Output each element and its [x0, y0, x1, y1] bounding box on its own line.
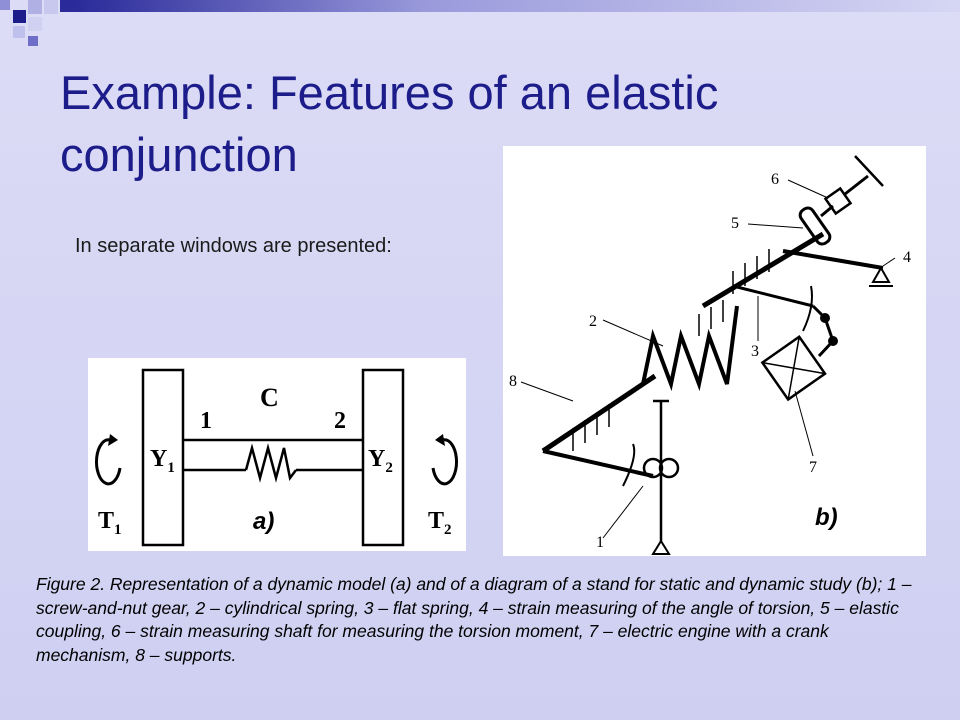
wall-6	[854, 155, 884, 187]
flat-spring-3	[732, 284, 814, 308]
num-2: 2	[589, 313, 597, 330]
num-8: 8	[509, 373, 517, 390]
electric-engine	[760, 335, 827, 402]
label-1: 1	[200, 408, 212, 434]
crank-joint-1	[820, 313, 830, 323]
spring-c	[244, 443, 297, 483]
lever-arm	[542, 449, 654, 478]
num-3: 3	[751, 343, 759, 360]
num-6: 6	[771, 171, 779, 188]
arm-to-4	[782, 249, 884, 270]
figure-b-diagram: 1 2 3 4 5 6 7 8	[509, 155, 911, 555]
leader-lines	[520, 179, 896, 539]
rotation-arrow-1-icon	[622, 443, 636, 487]
figure-b-stand-diagram: 1 2 3 4 5 6 7 8 b)	[503, 146, 926, 556]
upper-beam	[701, 231, 825, 309]
crank	[811, 304, 835, 358]
label-y1: Y1	[150, 446, 175, 476]
label-y2: Y2	[368, 446, 393, 476]
mass-block-2	[361, 368, 405, 547]
num-4: 4	[903, 249, 911, 266]
nut-right	[658, 457, 680, 479]
torque-arrow-right-icon	[431, 438, 458, 486]
strain-shaft-6	[823, 186, 853, 216]
figure-b-tag: b)	[815, 504, 838, 531]
engine-cross-2	[787, 336, 800, 400]
pin-support-4	[871, 265, 891, 283]
lower-beam	[541, 373, 657, 454]
label-t2: T2	[428, 508, 452, 538]
figure-a-tag: a)	[253, 508, 275, 535]
shaft-to-wall	[844, 174, 869, 196]
num-1: 1	[596, 534, 604, 551]
mass-block-1	[141, 368, 185, 547]
crank-joint-2	[828, 336, 838, 346]
nut-left	[642, 457, 664, 479]
pin-support-1	[651, 539, 671, 555]
elastic-coupling	[798, 206, 832, 246]
label-t1: T1	[98, 508, 122, 538]
arrowhead-right-icon	[435, 434, 445, 446]
figure-caption: Figure 2. Representation of a dynamic mo…	[36, 574, 912, 665]
num-5: 5	[731, 215, 739, 232]
label-c: C	[260, 383, 279, 412]
rotation-arrow-2-icon	[802, 285, 813, 332]
support-hatches	[572, 249, 770, 451]
figure-a-dynamic-model: C 1 2 Y1 Y2 T1 T2 a)	[88, 358, 466, 551]
arrowhead-left-icon	[108, 434, 118, 446]
num-7: 7	[809, 459, 817, 476]
figure-a-diagram: C 1 2 Y1 Y2 T1 T2	[95, 368, 458, 547]
slide-subtitle: In separate windows are presented:	[75, 235, 392, 257]
label-2: 2	[334, 408, 346, 434]
cylindrical-spring	[641, 305, 739, 392]
slide-title: Example: Features of an elastic conjunct…	[60, 66, 719, 181]
torque-arrow-left-icon	[95, 438, 122, 486]
